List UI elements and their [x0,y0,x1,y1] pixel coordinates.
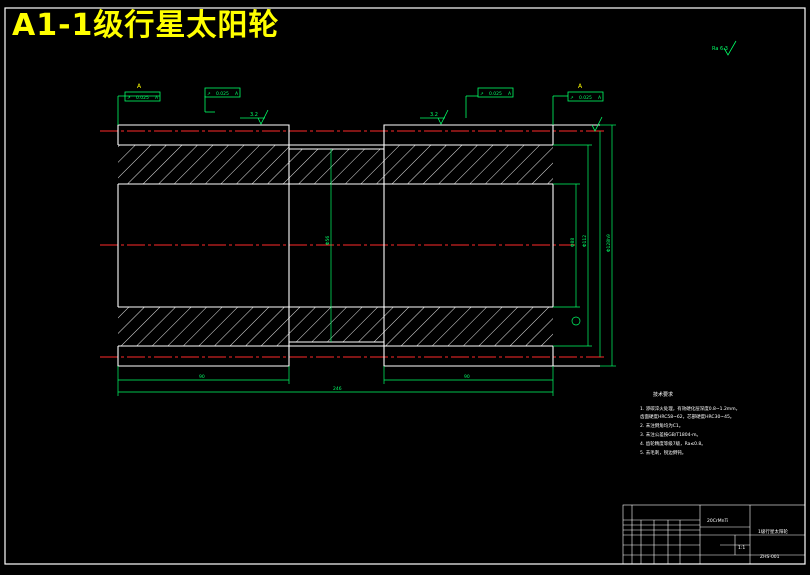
svg-text:A: A [508,91,512,97]
svg-text:↗: ↗ [480,92,484,97]
svg-text:A: A [155,95,159,101]
hatch-bottom-left [118,307,289,346]
svg-text:↗: ↗ [570,96,574,101]
dimension-lines [117,124,616,396]
tb-scale: 1:1 [738,545,745,551]
datum-target [571,316,581,326]
tb-material: 20CrMnTi [707,518,728,524]
svg-text:1. 渗碳淬火处理，有效硬化层深度0.8~1.2mm，: 1. 渗碳淬火处理，有效硬化层深度0.8~1.2mm， [640,405,740,412]
roughness-right: 3.2 [430,112,438,118]
svg-text:↗: ↗ [127,96,131,101]
tb-drawing-no: ZHS-001 [760,554,780,560]
hatch-bottom-right [384,307,553,346]
svg-text:A: A [598,95,602,101]
dim-left-length: 90 [199,374,205,380]
dimension-texts: Φ56 Φ88 Φ112 Φ128h9 90 90 246 [199,234,612,392]
svg-text:齿面硬度HRC58~62，芯部硬度HRC30~45。: 齿面硬度HRC58~62，芯部硬度HRC30~45。 [640,413,734,420]
centerlines [100,130,605,358]
svg-text:0.025: 0.025 [136,95,149,101]
dim-right-bore: Φ88 [570,238,576,247]
hatch-top-right [384,145,553,184]
dim-right-outer: Φ128h9 [606,234,612,252]
hatch-top-left [118,145,289,184]
datum-label-left: A [137,83,142,90]
svg-text:0.025: 0.025 [579,95,592,101]
gdt-frame-2 [204,87,241,98]
dim-right-length: 90 [464,374,470,380]
tech-requirements: 技术要求 1. 渗碳淬火处理，有效硬化层深度0.8~1.2mm， 齿面硬度HRC… [640,391,740,456]
svg-text:0.025: 0.025 [216,91,229,97]
drawing-title: A1-1级行星太阳轮 [12,8,280,43]
svg-text:↗: ↗ [207,92,211,97]
tb-part-name: 1级行星太阳轮 [758,528,788,535]
svg-text:A: A [235,91,239,97]
svg-text:4. 齿轮精度等级7级，Ra≤0.8。: 4. 齿轮精度等级7级，Ra≤0.8。 [640,440,706,447]
part-outline [117,124,600,367]
gdt-group [117,87,604,125]
gdt-texts: ↗ 0.025 A ↗ 0.025 A ↗ 0.025 A ↗ 0.025 A [127,91,602,101]
corner-roughness-label: Ra 6.3 [712,46,728,52]
gdt-frame-3 [477,87,514,98]
outline-top [117,124,554,150]
dim-center-bore: Φ56 [325,236,331,245]
corner-roughness-symbol [723,40,737,56]
svg-text:0.025: 0.025 [489,91,502,97]
outline-bottom [117,341,554,367]
gdt-frame-4 [567,91,604,102]
svg-text:5. 去毛刺，锐边倒钝。: 5. 去毛刺，锐边倒钝。 [640,449,686,456]
roughness-marks [240,109,603,132]
gdt-frame-1 [124,91,161,102]
dim-total-length: 246 [333,386,342,392]
section-hatching [118,145,553,346]
drawing-border [4,7,806,565]
title-block [622,504,806,565]
datum-label-right: A [578,83,583,90]
hatch-bottom-mid [289,307,384,342]
dim-right-inner: Φ112 [582,235,588,247]
svg-text:2. 未注倒角均为C1。: 2. 未注倒角均为C1。 [640,422,683,429]
hatch-top-mid [289,149,384,184]
title-block-texts: 20CrMnTi 1级行星太阳轮 ZHS-001 1:1 [707,518,788,560]
roughness-left: 3.2 [250,112,258,118]
svg-text:3. 未注公差按GB/T1804-m。: 3. 未注公差按GB/T1804-m。 [640,431,701,438]
tech-heading: 技术要求 [653,391,673,398]
